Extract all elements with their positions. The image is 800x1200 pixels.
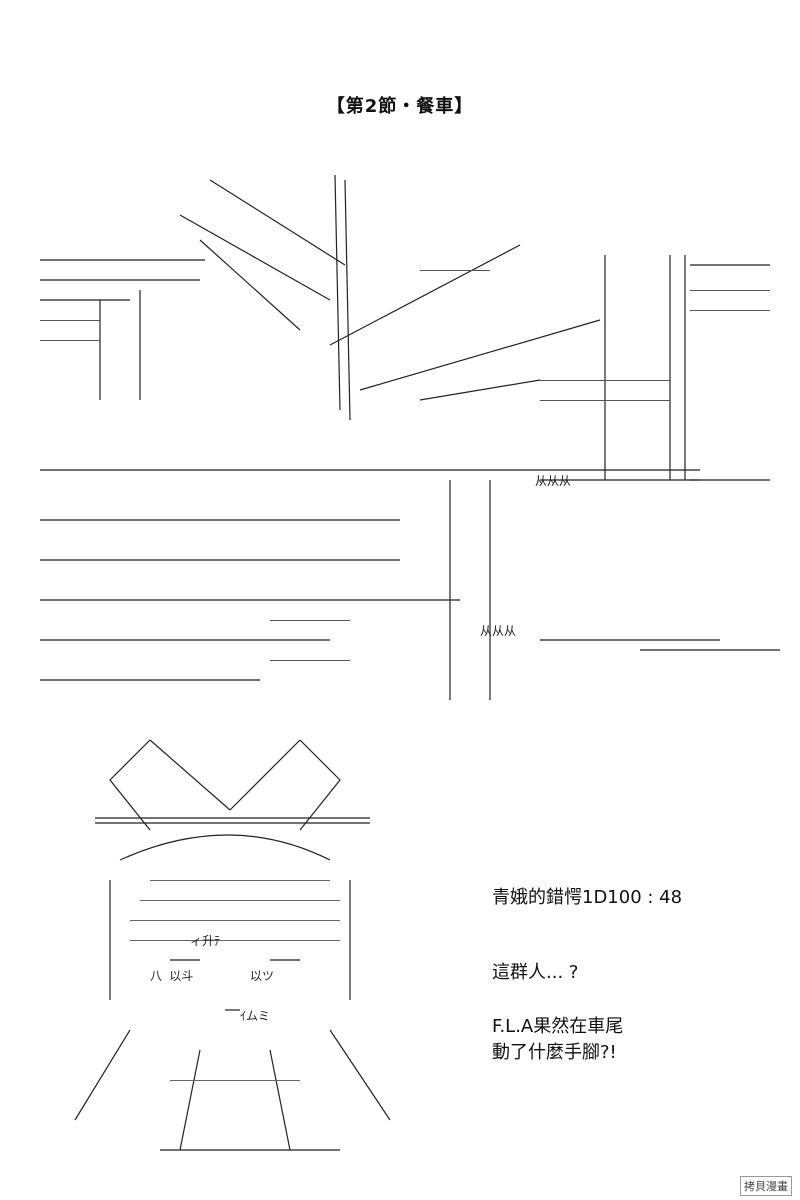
pillar-line: [344, 179, 351, 421]
texture-dots: [270, 660, 350, 661]
texture-dots: [140, 900, 340, 901]
texture-dots: [130, 920, 340, 921]
roof-line: [179, 214, 331, 301]
ribbon-left: [149, 739, 231, 811]
head-outline: [119, 834, 331, 861]
pillar-line: [334, 174, 341, 411]
art-text: ィ升ﾃ: [190, 934, 220, 948]
roof-beam: [329, 244, 521, 346]
roof-beam: [419, 379, 541, 401]
art-text: 以ツ: [250, 969, 274, 983]
narration-line: 這群人... ?: [492, 962, 579, 983]
texture-dots: [150, 880, 330, 881]
texture-dots: [420, 270, 490, 271]
texture-dots: [690, 290, 770, 291]
texture-dots: [540, 400, 670, 401]
texture-dots: [170, 1080, 300, 1081]
texture-dots: [40, 320, 100, 321]
roof-beam: [359, 319, 601, 391]
roof-line: [199, 239, 301, 331]
body-outline: [329, 1029, 391, 1121]
texture-dots: [540, 380, 670, 381]
texture-dots: [270, 620, 350, 621]
art-text: 从从从: [535, 474, 571, 488]
narration-line: F.L.A果然在車尾: [492, 1016, 624, 1037]
dining-car-artwork: 从从从 从从从: [40, 174, 780, 700]
ribbon-right: [229, 739, 301, 811]
ribbon-left: [109, 739, 151, 831]
texture-dots: [40, 340, 100, 341]
roof-line: [209, 179, 346, 266]
dice-roll-text: 青娥的錯愕1D100 : 48: [492, 887, 683, 908]
page-title: 【第2節・餐車】: [326, 96, 474, 117]
art-text: 八 以斗: [150, 969, 193, 983]
arm: [179, 1049, 201, 1151]
texture-dots: [130, 940, 340, 941]
arm: [269, 1049, 291, 1151]
ribbon-right: [299, 739, 341, 831]
body-outline: [74, 1029, 131, 1121]
narration-line: 動了什麼手腳?!: [492, 1042, 617, 1063]
art-text: ｲムミ: [240, 1009, 270, 1023]
art-text: 从从从: [480, 624, 516, 638]
texture-dots: [690, 310, 770, 311]
watermark: 拷貝漫畫: [740, 1176, 792, 1196]
